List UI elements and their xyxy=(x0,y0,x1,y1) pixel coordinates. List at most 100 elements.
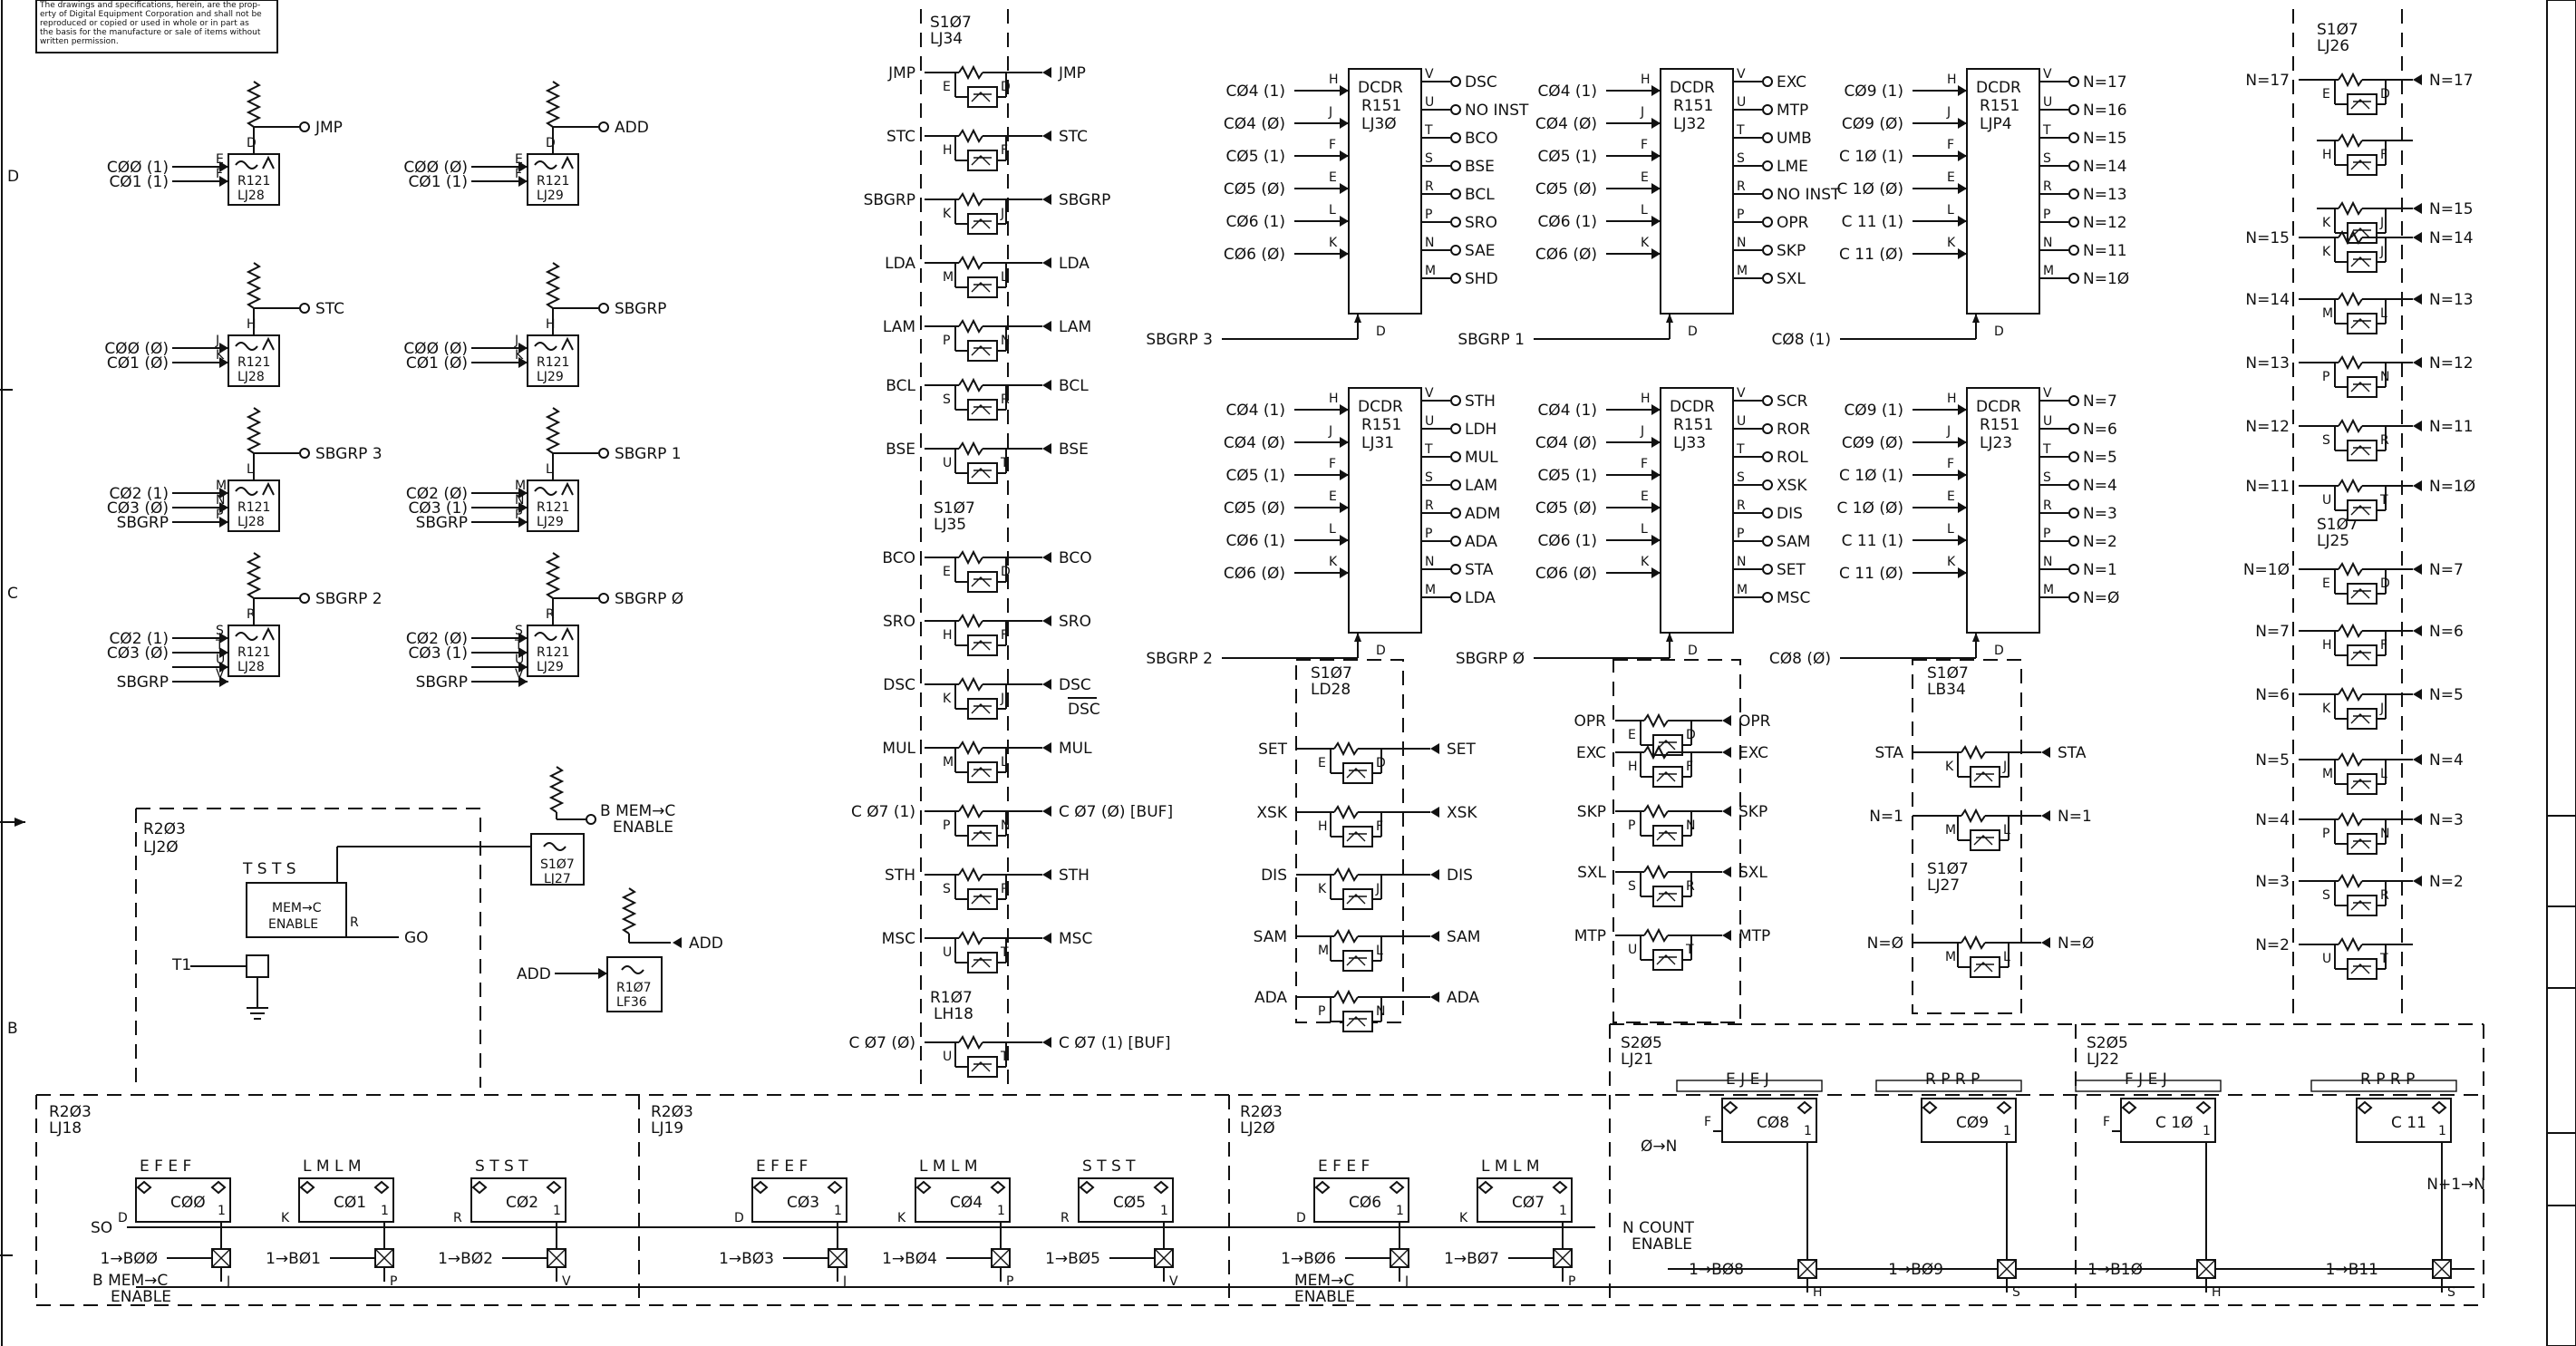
diode-symbol xyxy=(1153,1180,1169,1195)
row-output: STH xyxy=(1059,867,1089,885)
pin-label: R xyxy=(453,1211,462,1225)
diode-symbol xyxy=(2357,1100,2373,1115)
pin-label: S xyxy=(216,624,224,638)
output-circle xyxy=(1450,451,1461,462)
decoder-loc: LJ32 xyxy=(1673,115,1706,133)
tilde-symbol xyxy=(235,160,258,169)
input-signal: CØØ (1) xyxy=(107,159,169,177)
transistor-mark xyxy=(2350,257,2371,267)
transistor-mark xyxy=(971,92,992,102)
input-signal: C 11 (Ø) xyxy=(1839,565,1903,583)
gate-type: R121 xyxy=(237,500,270,515)
transistor-mark xyxy=(971,957,992,968)
pin-label: S xyxy=(1425,151,1433,166)
decoder-part: R151 xyxy=(1673,416,1713,434)
transistor-mark xyxy=(1973,962,1994,973)
pin-label: M xyxy=(1425,264,1436,278)
row-input: STC xyxy=(886,128,915,146)
ff-one: 1 xyxy=(1559,1204,1567,1218)
transistor-mark xyxy=(2350,382,2371,392)
output-circle xyxy=(1450,536,1461,547)
decoder-output: N=14 xyxy=(2083,158,2127,176)
input-arrow xyxy=(1958,216,1967,227)
resistor-symbol xyxy=(246,262,262,309)
gate-cross xyxy=(1553,1248,1573,1268)
transistor-symbol xyxy=(1652,766,1683,788)
input-arrow xyxy=(1958,437,1967,448)
bit-transfer: 1→BØ6 xyxy=(1281,1250,1336,1268)
pin-label: M xyxy=(1318,944,1329,958)
input-signal: CØ1 (Ø) xyxy=(406,354,468,373)
row-output: C Ø7 (1) [BUF] xyxy=(1059,1034,1171,1052)
transistor-symbol xyxy=(967,698,998,720)
resistor-symbol xyxy=(548,766,565,813)
transistor-symbol xyxy=(1342,762,1373,784)
input-signal: CØ6 (Ø) xyxy=(1535,246,1597,264)
resistor-symbol xyxy=(2338,200,2363,217)
output-circle xyxy=(1450,479,1461,490)
resistor-symbol xyxy=(246,407,262,454)
output-arrow xyxy=(1722,715,1731,726)
pin-label: P xyxy=(943,818,950,833)
register-loc: LJ22 xyxy=(2087,1051,2119,1069)
pin-label: M xyxy=(2322,306,2333,321)
output-arrow xyxy=(2413,203,2422,214)
row-output: N=14 xyxy=(2429,229,2474,247)
decoder-output: LME xyxy=(1777,158,1808,176)
row-input: N=13 xyxy=(2245,354,2290,373)
ff-pins: L M L M xyxy=(1481,1157,1540,1176)
resistor-symbol xyxy=(958,64,983,81)
decoder-type: DCDR xyxy=(1670,79,1715,97)
pin-label: T xyxy=(2379,952,2388,966)
input-arrow xyxy=(219,176,228,187)
resistor-symbol xyxy=(1333,928,1359,944)
module-loc: LB34 xyxy=(1927,681,1966,699)
pin-label: N xyxy=(216,493,225,508)
transistor-mark xyxy=(971,703,992,714)
pin-label: T xyxy=(1424,123,1433,138)
input-signal: CØ6 (Ø) xyxy=(1224,246,1285,264)
input-arrow xyxy=(1340,470,1349,480)
ff-name: CØØ xyxy=(170,1194,206,1212)
resistor-symbol xyxy=(958,676,983,692)
module-loc: LJ26 xyxy=(2317,37,2349,55)
diode-symbol xyxy=(1996,1100,2012,1115)
decoder-output: N=5 xyxy=(2083,449,2117,467)
decoder-output: BCL xyxy=(1465,186,1495,204)
pin-label: T xyxy=(1736,442,1745,457)
inverter-body xyxy=(606,956,663,1012)
resistor-symbol xyxy=(958,1034,983,1051)
pin-label: T xyxy=(2042,442,2051,457)
input-signal: CØ6 (Ø) xyxy=(1535,565,1597,583)
output-circle xyxy=(1450,592,1461,603)
input-signal: CØØ (Ø) xyxy=(403,340,468,358)
pin-label: N xyxy=(1425,236,1434,250)
input-arrow xyxy=(518,502,528,513)
output-circle xyxy=(1762,132,1773,143)
inverter-body xyxy=(530,833,585,886)
input-signal: CØ6 (1) xyxy=(1225,532,1285,550)
module-id: S1Ø7 xyxy=(930,14,972,32)
gate-location: LJ28 xyxy=(237,515,265,529)
row-input: N=4 xyxy=(2255,811,2290,829)
input-signal: CØ9 (1) xyxy=(1844,402,1903,420)
row-input: BCL xyxy=(886,377,915,395)
and-symbol xyxy=(262,155,275,169)
pin-label: R xyxy=(1060,1211,1070,1225)
select-arrow xyxy=(1354,314,1361,323)
gate-type: R121 xyxy=(537,355,569,370)
pin-label: U xyxy=(1628,943,1637,957)
output-circle xyxy=(1450,423,1461,434)
pin-label: L xyxy=(546,462,553,477)
output-circle xyxy=(586,814,596,825)
transistor-symbol xyxy=(1342,826,1373,847)
gate-location: LJ28 xyxy=(237,660,265,674)
transistor-symbol xyxy=(967,86,998,108)
input-signal: CØ5 (1) xyxy=(1225,148,1285,166)
row-output: BCO xyxy=(1059,549,1092,567)
row-output: N=3 xyxy=(2429,811,2464,829)
transistor-symbol xyxy=(2347,251,2377,273)
bus-ncount: N COUNT xyxy=(1622,1219,1695,1237)
